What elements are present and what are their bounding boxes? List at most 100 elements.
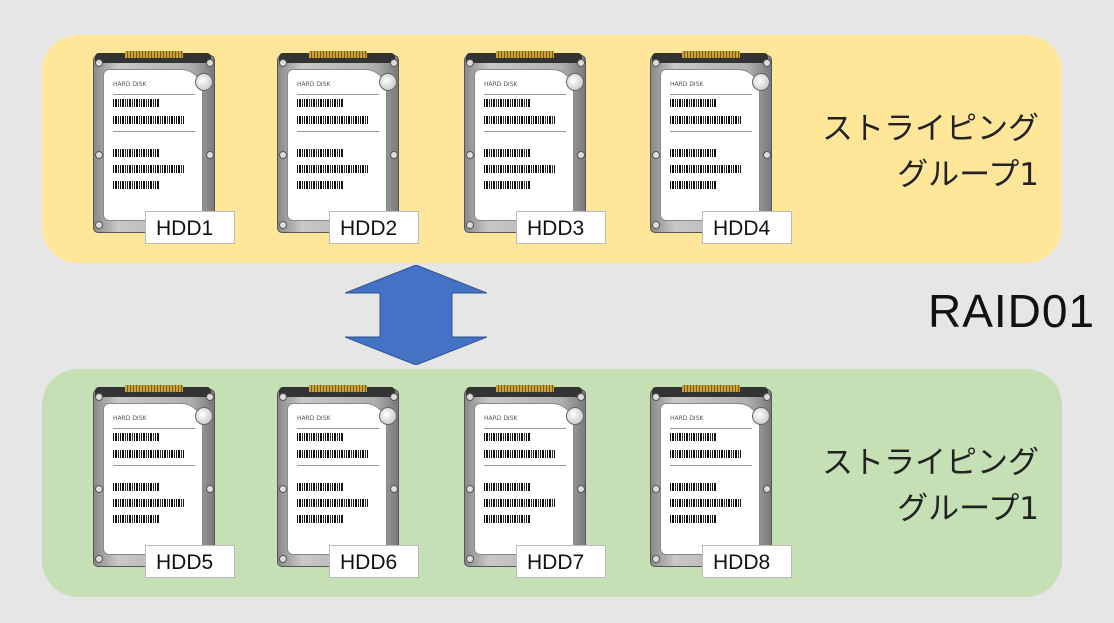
barcode [670,433,716,441]
mirror-double-arrow-icon [345,265,487,365]
group-2-label-line2: グループ1 [897,491,1039,527]
hdd-top-edge [279,53,395,63]
hdd-spindle-icon [752,407,770,425]
screw-icon [577,59,585,67]
screw-icon [279,59,287,67]
barcode [113,450,185,458]
screw-icon [577,485,585,493]
hdd-label-plate [287,403,387,555]
hdd-brand-text: HARD DISK [670,415,704,422]
screw-icon [763,59,771,67]
screw-icon [763,485,771,493]
hdd-label-plate [103,403,203,555]
screw-icon [390,151,398,159]
screw-icon [95,555,103,563]
screw-icon [279,485,287,493]
hdd-connector [125,51,183,58]
barcode [297,165,369,173]
divider [484,94,566,95]
divider [297,94,379,95]
barcode [484,99,530,107]
barcode [670,116,742,124]
screw-icon [279,151,287,159]
screw-icon [390,59,398,67]
barcode [670,165,742,173]
hdd-brand-text: HARD DISK [113,81,147,88]
hdd-brand-text: HARD DISK [113,415,147,422]
group-1-label-line1: ストライピング [822,111,1039,147]
barcode [484,116,556,124]
screw-icon [390,393,398,401]
screw-icon [466,59,474,67]
barcode [113,515,159,523]
barcode [670,149,716,157]
hard-disk-drive: HARD DISK HDD1 [93,51,235,244]
screw-icon [279,221,287,229]
screw-icon [652,485,660,493]
raid-level-label: RAID01 [928,285,1096,337]
divider [670,94,752,95]
screw-icon [577,393,585,401]
hdd-top-edge [652,53,768,63]
hdd-connector [309,51,367,58]
screw-icon [763,151,771,159]
hard-disk-drive: HARD DISK HDD3 [464,51,606,244]
group-1-label-line2: グループ1 [897,157,1039,193]
divider [484,428,566,429]
divider [670,465,752,466]
hdd-connector [309,385,367,392]
screw-icon [577,151,585,159]
barcode [297,515,343,523]
barcode [484,181,530,189]
hdd-spindle-icon [195,407,213,425]
hdd-top-edge [652,387,768,397]
barcode [297,450,369,458]
barcode [113,116,185,124]
hdd-name-label: HDD7 [516,545,606,578]
hdd-label-plate [287,69,387,221]
screw-icon [466,555,474,563]
screw-icon [466,151,474,159]
barcode [297,149,343,157]
barcode [297,483,343,491]
hard-disk-drive: HARD DISK HDD5 [93,385,235,578]
divider [484,131,566,132]
divider [297,428,379,429]
hdd-connector [682,385,740,392]
divider [113,131,195,132]
hdd-spindle-icon [752,73,770,91]
screw-icon [466,221,474,229]
barcode [484,499,556,507]
screw-icon [652,221,660,229]
hdd-name-label: HDD6 [329,545,419,578]
screw-icon [206,151,214,159]
hdd-top-edge [466,387,582,397]
hdd-top-edge [95,387,211,397]
hdd-connector [125,385,183,392]
barcode [484,515,530,523]
hdd-brand-text: HARD DISK [484,81,518,88]
hdd-connector [496,51,554,58]
hdd-spindle-icon [379,73,397,91]
barcode [484,165,556,173]
screw-icon [206,485,214,493]
hdd-label-plate [660,403,760,555]
screw-icon [466,485,474,493]
hdd-name-label: HDD4 [702,211,792,244]
barcode [113,181,159,189]
group-2-label-line1: ストライピング [822,445,1039,481]
barcode [297,433,343,441]
barcode [297,181,343,189]
barcode [113,165,185,173]
screw-icon [95,485,103,493]
barcode [113,149,159,157]
barcode [484,483,530,491]
screw-icon [390,485,398,493]
divider [113,94,195,95]
hdd-name-label: HDD8 [702,545,792,578]
barcode [670,499,742,507]
hdd-name-label: HDD2 [329,211,419,244]
barcode [484,433,530,441]
screw-icon [652,59,660,67]
barcode [670,181,716,189]
